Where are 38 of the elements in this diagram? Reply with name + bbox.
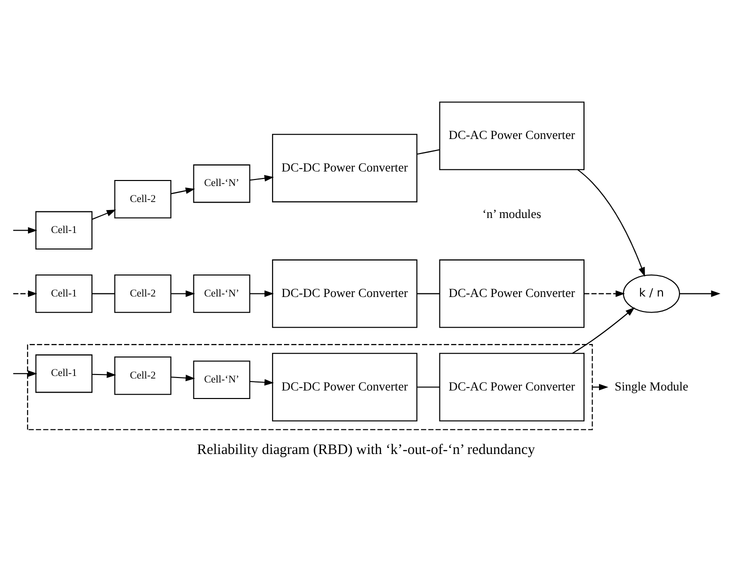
node-box: Cell-1 (35, 210, 92, 250)
arrow (13, 290, 38, 296)
label: ‘n’ modules (482, 206, 542, 220)
connector (92, 292, 115, 294)
arrow (584, 290, 625, 296)
node-box: DC-DC Power Converter (272, 352, 418, 421)
arrow (171, 187, 195, 194)
node-text: Single Module (614, 378, 688, 393)
node-box: DC-DC Power Converter (272, 258, 418, 328)
connector (417, 292, 440, 294)
node-box: Cell-1 (35, 274, 92, 312)
node-box: DC-AC Power Converter (439, 101, 585, 170)
node-ellipse: k / n (622, 274, 680, 312)
arrow (92, 209, 116, 220)
node-box: DC-AC Power Converter (439, 352, 585, 421)
arrow (92, 370, 116, 378)
node-box: Cell-1 (35, 354, 92, 392)
connector (417, 148, 440, 154)
node-box: Cell-‘N’ (193, 274, 250, 312)
arrow (250, 174, 274, 181)
caption: Reliability diagram (RBD) with ‘k’-out-of-‘n’ redundancy (197, 441, 535, 458)
arrow (680, 290, 720, 296)
arrow (171, 374, 196, 381)
arrow (13, 226, 38, 234)
node-box: Cell-‘N’ (193, 164, 250, 202)
arrow (13, 370, 38, 376)
node-box: Cell-‘N’ (193, 360, 250, 399)
arrow (577, 168, 645, 276)
node-box: DC-AC Power Converter (439, 258, 585, 328)
arrow (250, 290, 274, 296)
node-box: Cell-2 (114, 274, 172, 312)
connector (417, 386, 440, 388)
arrow (171, 290, 196, 296)
arrow (250, 378, 274, 386)
node-box: Cell-2 (114, 356, 172, 394)
node-box: DC-DC Power Converter (272, 133, 418, 202)
arrow (572, 306, 635, 354)
node-box: Cell-2 (114, 180, 172, 218)
